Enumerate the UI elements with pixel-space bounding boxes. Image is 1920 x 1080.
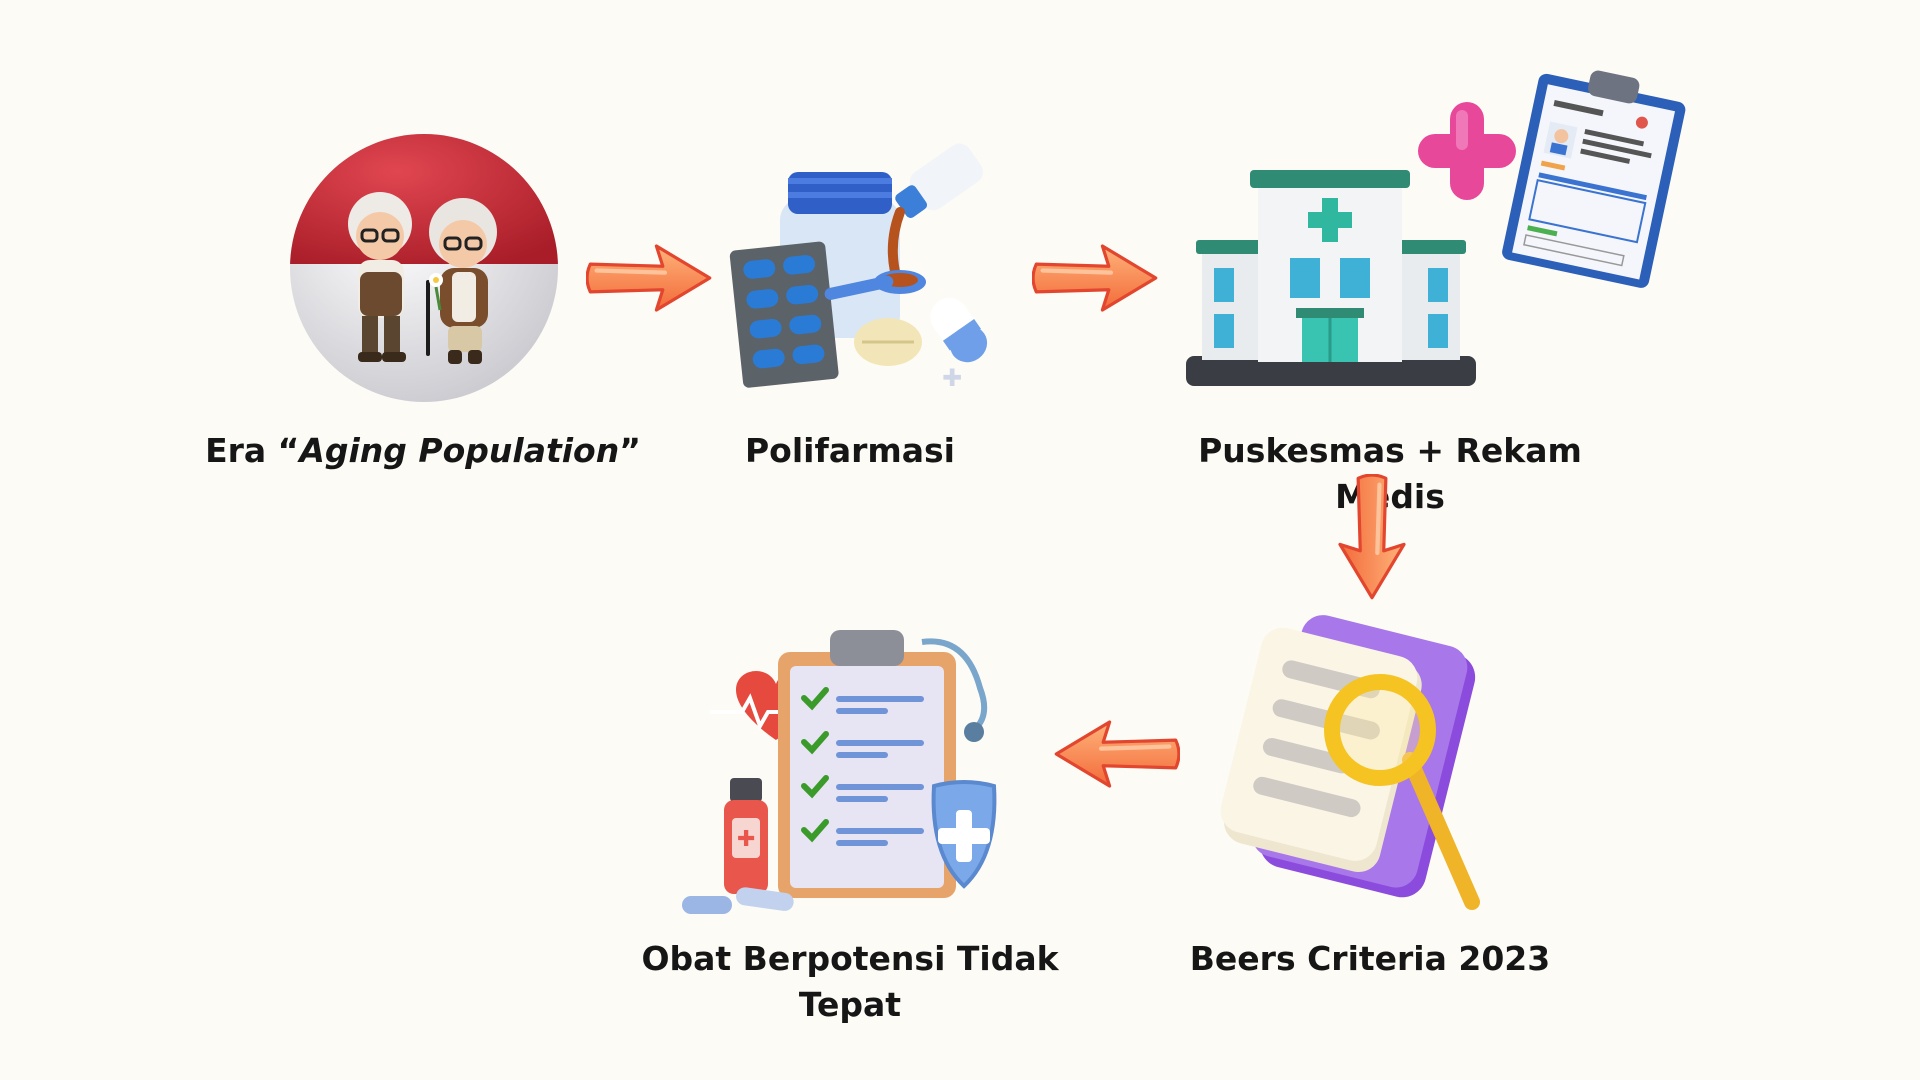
node-beers-criteria: [1210, 615, 1510, 920]
label-polifarmasi: Polifarmasi: [745, 431, 955, 470]
arrow-polifarmasi-to-puskesmas: [1032, 240, 1160, 316]
elderly-couple-icon: [290, 134, 558, 402]
node-polifarmasi: ✚: [728, 143, 1008, 392]
label-puskesmas: Puskesmas + Rekam Medis: [1198, 431, 1582, 516]
clinic-building-icon: [1186, 170, 1476, 386]
node-obat-berpotensi: ✚: [680, 628, 1020, 920]
arrow-puskesmas-to-beers: [1334, 474, 1410, 602]
label-aging-population-italic: Aging Population: [299, 431, 620, 470]
arrow-beers-to-obat: [1052, 716, 1180, 792]
checklist-clipboard-icon: ✚: [682, 630, 997, 914]
medicines-icon: ✚: [729, 143, 988, 392]
medical-record-icon: [1502, 70, 1686, 288]
node-puskesmas: [1180, 60, 1700, 400]
document-search-icon: [1220, 615, 1480, 910]
plus-icon: [1418, 102, 1516, 200]
node-aging-population: [288, 132, 560, 404]
label-beers-criteria: Beers Criteria 2023: [1189, 939, 1551, 978]
label-obat-berpotensi: Obat Berpotensi Tidak Tepat: [640, 936, 1060, 1028]
arrow-aging-to-polifarmasi: [586, 240, 714, 316]
label-aging-population: Era “Aging Population”: [205, 431, 641, 470]
label-obat-line1: Obat Berpotensi Tidak: [641, 939, 1059, 978]
svg-text:✚: ✚: [942, 364, 962, 392]
label-obat-line2: Tepat: [798, 985, 902, 1024]
svg-text:✚: ✚: [737, 827, 755, 852]
